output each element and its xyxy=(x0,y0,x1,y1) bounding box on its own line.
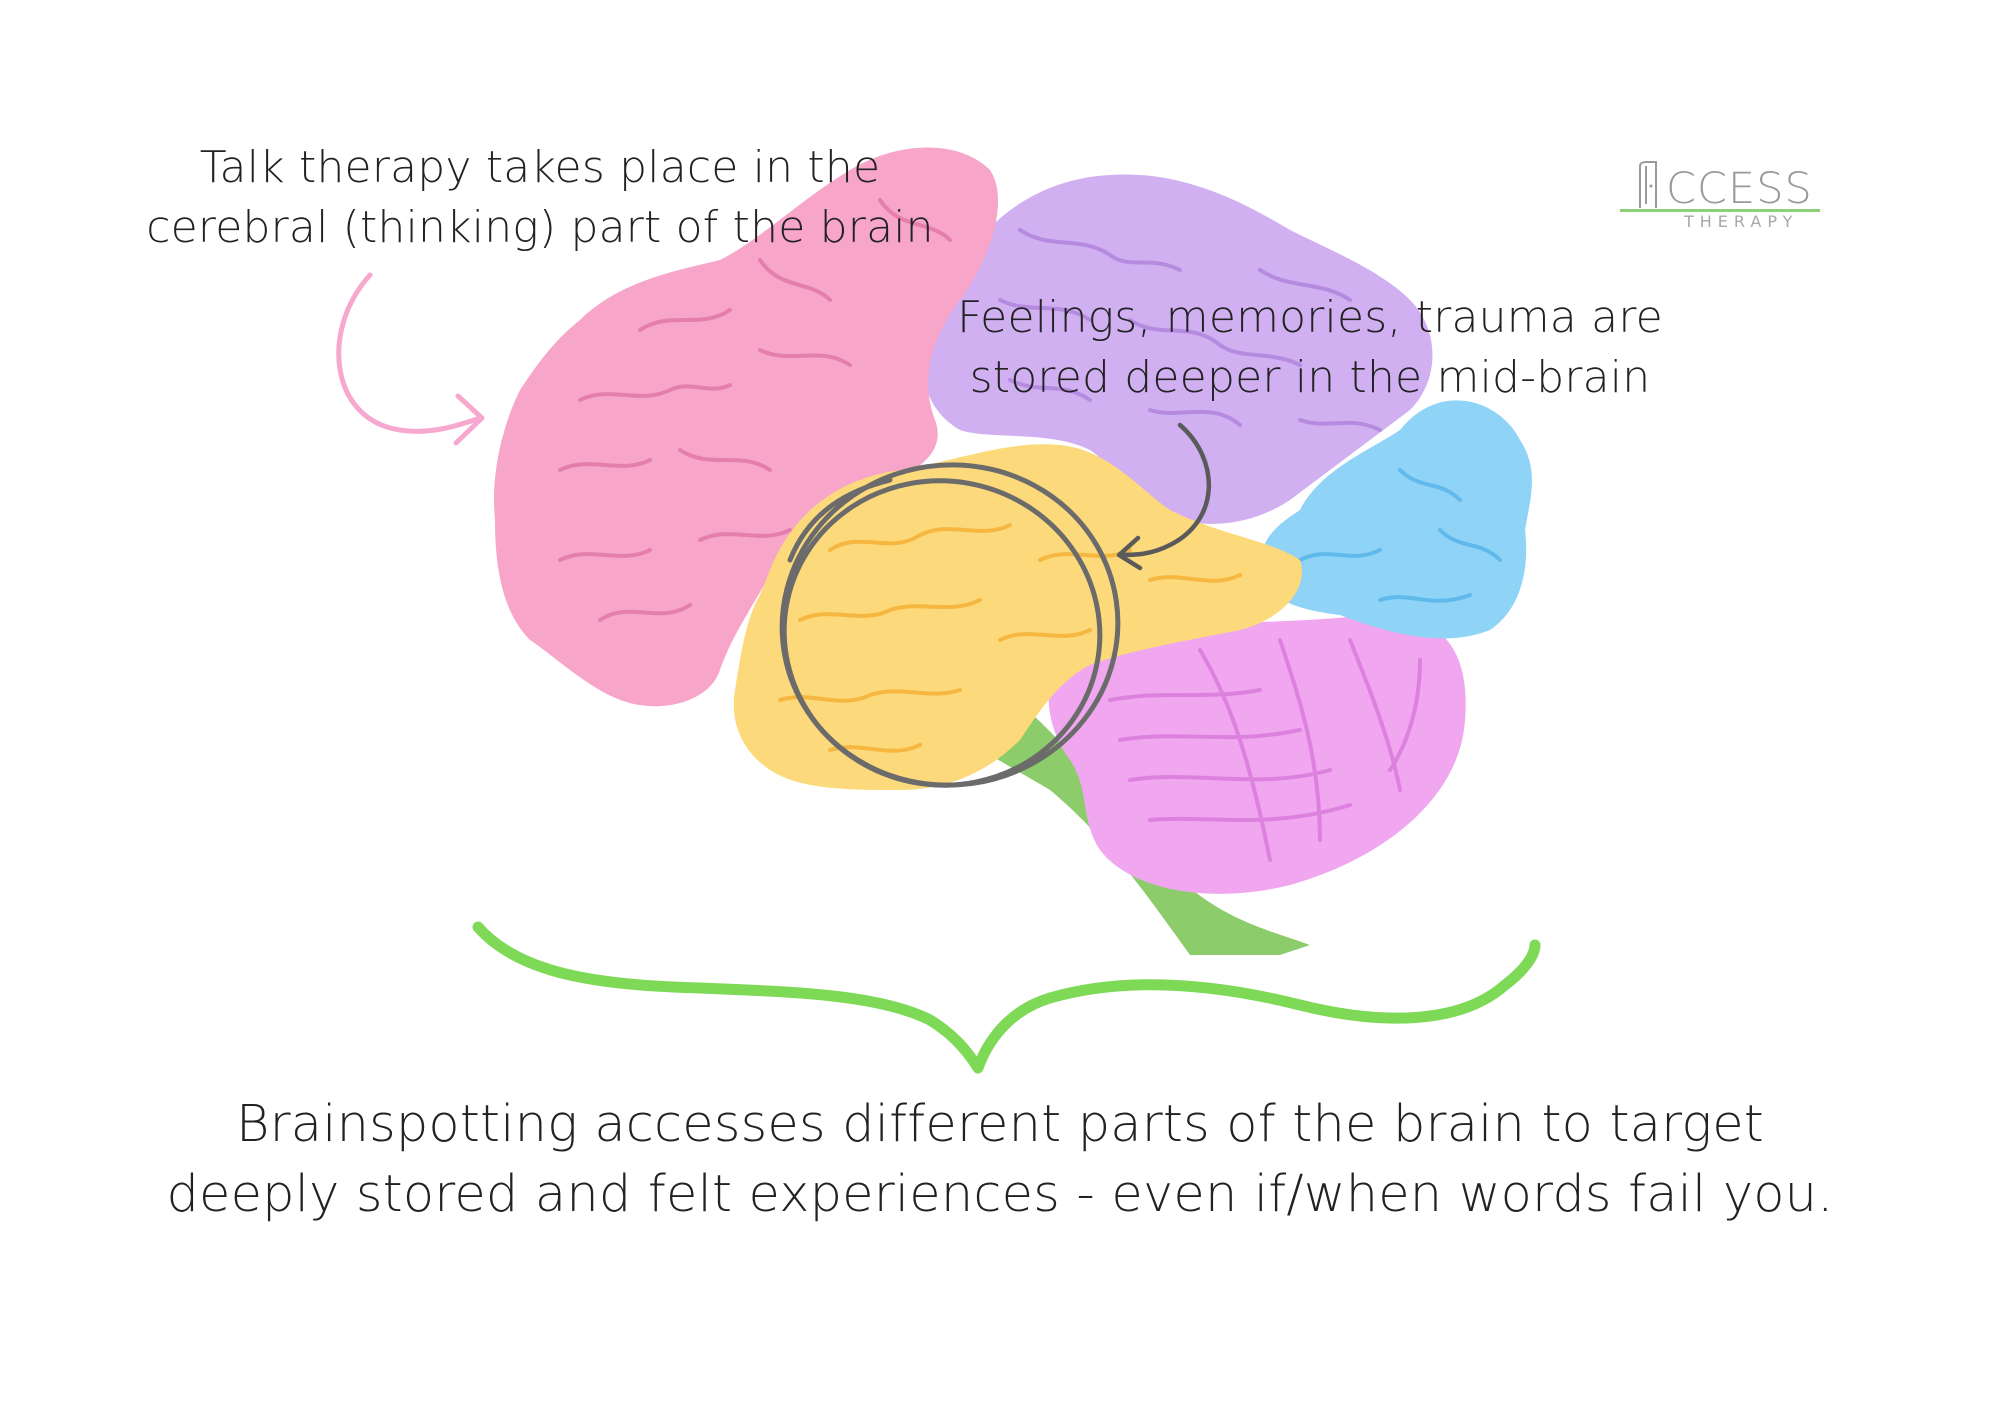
annotation-midbrain-line-2: stored deeper in the mid-brain xyxy=(969,351,1651,403)
annotation-talk-therapy-line-1: Talk therapy takes place in the xyxy=(199,142,881,193)
scribble-circle xyxy=(779,462,1121,788)
cerebrum-frontal xyxy=(494,147,999,707)
annotation-midbrain: Feelings, memories, trauma are stored de… xyxy=(945,288,1675,408)
occipital-folds xyxy=(1298,468,1502,603)
caption-line-2: deeply stored and felt experiences - eve… xyxy=(166,1165,1834,1225)
arrow-to-cerebrum xyxy=(336,272,485,446)
logo-underline xyxy=(1620,209,1820,212)
occipital-lobe xyxy=(1260,400,1532,639)
annotation-midbrain-line-1: Feelings, memories, trauma are xyxy=(957,292,1663,343)
door-icon xyxy=(1639,161,1657,208)
caption-line-1: Brainspotting accesses different parts o… xyxy=(235,1095,1764,1154)
parietal-folds xyxy=(998,228,1382,432)
cerebellum xyxy=(1048,614,1466,894)
logo-subtitle: THERAPY xyxy=(1684,212,1799,231)
curly-brace xyxy=(472,921,1541,1074)
midbrain-temporal xyxy=(733,444,1302,790)
midbrain-folds xyxy=(778,523,1242,753)
annotation-talk-therapy: Talk therapy takes place in the cerebral… xyxy=(140,138,940,258)
parietal-lobe xyxy=(923,174,1433,524)
logo-word: CCESS xyxy=(1666,164,1813,214)
arrow-to-midbrain xyxy=(1116,422,1211,571)
access-therapy-logo: CCESS THERAPY xyxy=(1612,156,1832,236)
cerebellum-folds xyxy=(1108,638,1422,862)
annotation-talk-therapy-line-2: cerebral (thinking) part of the brain xyxy=(146,201,934,253)
caption: Brainspotting accesses different parts o… xyxy=(100,1090,1900,1231)
cerebrum-folds xyxy=(558,198,952,622)
